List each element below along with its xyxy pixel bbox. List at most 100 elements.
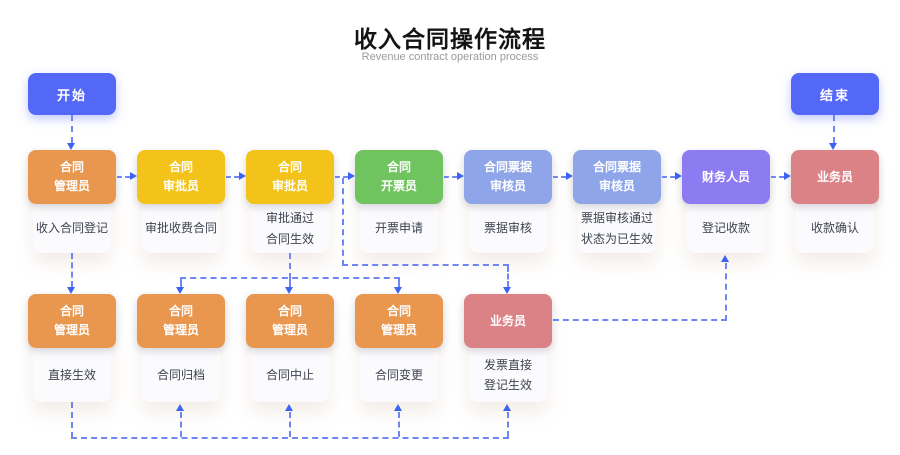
card-task-panel: 审批通过 合同生效 xyxy=(251,160,329,253)
card-task-label: 审批通过 合同生效 xyxy=(265,211,314,246)
arrowhead-up-icon xyxy=(721,255,729,262)
card-contract-admin-change: 合同变更 合同 管理员 xyxy=(355,294,443,402)
connector-salesperson-to-finance-h xyxy=(553,319,727,321)
arrowhead-down-icon xyxy=(503,287,511,294)
connector-bottom-bus xyxy=(71,437,509,439)
card-role-header: 合同票据 审核员 xyxy=(464,150,552,204)
card-task-label: 收入合同登记 xyxy=(35,221,108,236)
arrowhead-right-icon xyxy=(784,172,791,180)
card-role-label: 合同 审批员 xyxy=(271,160,308,193)
card-role-header: 合同票据 审核员 xyxy=(573,150,661,204)
card-role-header: 合同 管理员 xyxy=(355,294,443,348)
connector-bus-to-suspend xyxy=(289,412,291,437)
card-task-label: 收款确认 xyxy=(810,221,859,236)
arrowhead-down-icon xyxy=(176,287,184,294)
connector-row1-5-6 xyxy=(553,176,566,178)
card-salesperson-invoice-direct: 发票直接 登记生效 业务员 xyxy=(464,294,552,402)
card-salesperson-confirm-payment: 收款确认 业务员 xyxy=(791,150,879,253)
card-role-header: 合同 管理员 xyxy=(28,294,116,348)
card-task-label: 发票直接 登记生效 xyxy=(483,357,532,392)
card-role-label: 合同票据 审核员 xyxy=(483,160,532,193)
card-invoice-reviewer-effective: 票据审核通过 状态为已生效 合同票据 审核员 xyxy=(573,150,661,253)
connector-row1-2-3 xyxy=(226,176,239,178)
end-node: 结束 xyxy=(791,73,879,115)
connector-effective-fanout-stem xyxy=(289,253,291,279)
card-role-label: 合同 管理员 xyxy=(53,160,90,193)
card-role-header: 合同 开票员 xyxy=(355,150,443,204)
start-node: 开始 xyxy=(28,73,116,115)
connector-row1-3-4 xyxy=(335,176,348,178)
card-role-label: 合同 管理员 xyxy=(271,304,308,337)
connector-row1-7-8 xyxy=(771,176,784,178)
card-role-header: 合同 管理员 xyxy=(137,294,225,348)
card-task-label: 票据审核 xyxy=(483,221,532,236)
card-contract-admin-suspend: 合同中止 合同 管理员 xyxy=(246,294,334,402)
connector-fanout-to-change xyxy=(398,279,400,287)
card-role-label: 合同票据 审核员 xyxy=(592,160,641,193)
card-contract-admin-register: 收入合同登记 合同 管理员 xyxy=(28,150,116,253)
arrowhead-right-icon xyxy=(566,172,573,180)
arrowhead-right-icon xyxy=(239,172,246,180)
card-task-label: 合同中止 xyxy=(265,367,314,382)
arrowhead-down-icon xyxy=(285,287,293,294)
connector-branch-to-salesperson-v1 xyxy=(342,178,344,266)
card-role-label: 合同 审批员 xyxy=(162,160,199,193)
card-role-label: 合同 开票员 xyxy=(380,160,417,193)
arrowhead-down-icon xyxy=(394,287,402,294)
card-invoice-reviewer-review: 票据审核 合同票据 审核员 xyxy=(464,150,552,253)
card-role-header: 合同 审批员 xyxy=(246,150,334,204)
connector-bus-to-salesperson xyxy=(507,412,509,437)
connector-row1-1-2 xyxy=(117,176,130,178)
card-contract-approver-review: 审批收费合同 合同 审批员 xyxy=(137,150,225,253)
card-role-label: 业务员 xyxy=(816,169,853,184)
arrowhead-right-icon xyxy=(130,172,137,180)
card-contract-approver-effective: 审批通过 合同生效 合同 审批员 xyxy=(246,150,334,253)
connector-row1-4-5 xyxy=(444,176,457,178)
card-task-label: 开票申请 xyxy=(374,221,423,236)
arrowhead-up-icon xyxy=(285,404,293,411)
page-title: 收入合同操作流程 xyxy=(354,26,546,52)
connector-branch-to-salesperson-v2 xyxy=(507,266,509,287)
card-role-label: 业务员 xyxy=(489,313,526,328)
arrowhead-down-icon xyxy=(67,143,75,150)
card-task-label: 审批收费合同 xyxy=(144,221,217,236)
connector-effective-fanout-bus xyxy=(180,277,400,279)
card-finance-register-payment: 登记收款 财务人员 xyxy=(682,150,770,253)
card-contract-admin-direct-effective: 直接生效 合同 管理员 xyxy=(28,294,116,402)
connector-bottom-bus-stem xyxy=(71,402,73,438)
connector-bus-to-change xyxy=(398,412,400,437)
card-role-label: 合同 管理员 xyxy=(380,304,417,337)
card-role-header: 业务员 xyxy=(791,150,879,204)
arrowhead-down-icon xyxy=(67,287,75,294)
connector-register-to-direct-effective xyxy=(71,253,73,287)
card-task-label: 登记收款 xyxy=(701,221,750,236)
arrowhead-right-icon xyxy=(457,172,464,180)
card-role-label: 合同 管理员 xyxy=(53,304,90,337)
card-task-label: 直接生效 xyxy=(47,367,96,382)
connector-end-to-card8 xyxy=(833,115,835,143)
card-contract-admin-archive: 合同归档 合同 管理员 xyxy=(137,294,225,402)
card-role-header: 业务员 xyxy=(464,294,552,348)
card-task-label: 票据审核通过 状态为已生效 xyxy=(580,211,653,246)
arrowhead-up-icon xyxy=(503,404,511,411)
card-task-label: 合同归档 xyxy=(156,367,205,382)
connector-row1-6-7 xyxy=(662,176,675,178)
card-task-label: 合同变更 xyxy=(374,367,423,382)
arrowhead-right-icon xyxy=(348,172,355,180)
arrowhead-down-icon xyxy=(829,143,837,150)
connector-bus-to-archive xyxy=(180,412,182,437)
card-role-header: 合同 管理员 xyxy=(28,150,116,204)
connector-salesperson-to-finance-v xyxy=(725,263,727,321)
arrowhead-up-icon xyxy=(176,404,184,411)
page-subtitle: Revenue contract operation process xyxy=(361,51,539,63)
card-role-header: 财务人员 xyxy=(682,150,770,204)
card-role-header: 合同 审批员 xyxy=(137,150,225,204)
start-node-label: 开始 xyxy=(56,87,87,103)
card-role-label: 合同 管理员 xyxy=(162,304,199,337)
end-node-label: 结束 xyxy=(819,87,850,103)
connector-fanout-to-archive xyxy=(180,279,182,287)
arrowhead-right-icon xyxy=(675,172,682,180)
arrowhead-up-icon xyxy=(394,404,402,411)
connector-branch-to-salesperson-h xyxy=(342,264,509,266)
